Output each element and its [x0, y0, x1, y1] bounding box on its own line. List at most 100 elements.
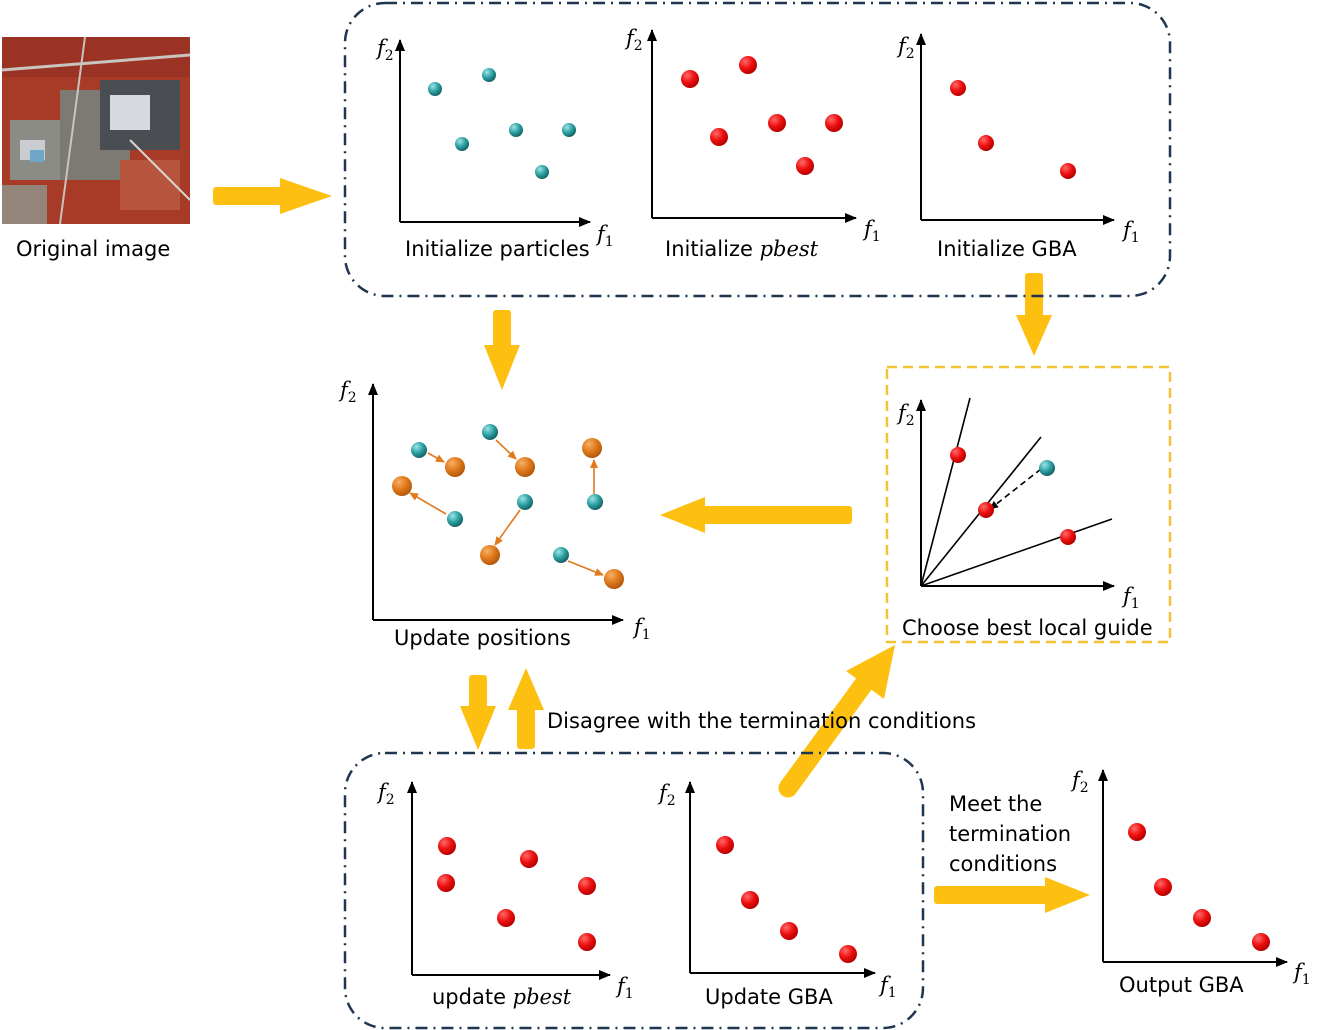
gba-point [950, 80, 966, 96]
pbest-point [497, 909, 515, 927]
pbest-point [578, 933, 596, 951]
pbest-point [739, 56, 757, 74]
guide-dashed-arrow [989, 468, 1042, 510]
x-axis-label: f1 [878, 973, 897, 1001]
arrow-positions-to-update [460, 675, 496, 750]
movement-arrows [409, 439, 604, 576]
best-local-guide [978, 502, 994, 518]
y-axis-label: f2 [657, 781, 676, 809]
panel-update-pbest: f2 f1 update pbest [376, 780, 634, 1009]
gba-point [978, 135, 994, 151]
arrow-update-gba-to-guide [778, 645, 895, 798]
particle [562, 123, 576, 137]
panel-init-pbest: f2 f1 Initialize pbest [624, 26, 881, 261]
output-gba-label: Output GBA [1119, 973, 1244, 997]
particle-old [447, 511, 463, 527]
panel-update-gba: f2 f1 Update GBA [657, 781, 897, 1009]
pbest-point [710, 128, 728, 146]
panel-init-particles: f2 f1 Initialize particles [375, 36, 614, 261]
pbest-point [520, 850, 538, 868]
gba-point [1128, 823, 1146, 841]
sigma-line [920, 397, 971, 587]
particle-old [482, 424, 498, 440]
panel-init-gba: f2 f1 Initialize GBA [896, 33, 1140, 261]
update-pbest-label: update pbest [432, 985, 572, 1009]
particle [482, 68, 496, 82]
update-gba-label: Update GBA [705, 985, 833, 1009]
y-axis-label: f2 [624, 26, 643, 54]
particle-new [604, 569, 624, 589]
arrow-to-output [934, 877, 1090, 913]
move-arrow [494, 509, 521, 546]
particle [455, 137, 469, 151]
init-particles-label: Initialize particles [405, 237, 590, 261]
init-frame [343, 1, 1172, 298]
panel-output-gba: f2 f1 Output GBA [1070, 768, 1311, 997]
pbest-point [796, 157, 814, 175]
archive-point [1060, 529, 1076, 545]
x-axis-label: f1 [862, 217, 881, 245]
move-arrow [427, 452, 445, 463]
particle [535, 165, 549, 179]
x-axis-label: f1 [1292, 960, 1311, 988]
arrow-guide-to-positions [660, 497, 852, 533]
x-axis-label: f1 [632, 615, 651, 643]
y-axis-label: f2 [896, 401, 915, 429]
arrow-update-to-positions [508, 668, 544, 749]
original-image [1, 36, 191, 225]
meet-label-line: termination [949, 822, 1071, 846]
panel-update-positions: f2 f1 Update positions [338, 378, 651, 650]
y-axis-label: f2 [896, 34, 915, 62]
y-axis-label: f2 [338, 378, 357, 406]
panel-guide: f2 f1 Choose best local guide [896, 397, 1153, 640]
disagree-label: Disagree with the termination conditions [547, 709, 976, 733]
archive-point [950, 447, 966, 463]
pbest-point [825, 114, 843, 132]
gba-point [1060, 163, 1076, 179]
pbest-point [437, 874, 455, 892]
meet-label-line: conditions [949, 852, 1057, 876]
pbest-point [768, 114, 786, 132]
move-arrow [495, 439, 517, 460]
gba-point [1154, 878, 1172, 896]
gba-point [741, 891, 759, 909]
sigma-line [920, 518, 1113, 587]
pbest-point [681, 70, 699, 88]
update-positions-label: Update positions [394, 626, 571, 650]
y-axis-label: f2 [375, 36, 394, 64]
original-image-label: Original image [16, 237, 170, 261]
meet-label-line: Meet the [949, 792, 1042, 816]
particle-old [517, 494, 533, 510]
particle [428, 82, 442, 96]
meet-label: Meet the termination conditions [949, 792, 1071, 876]
gba-point [780, 922, 798, 940]
arrow-to-guide [1016, 273, 1052, 356]
gba-point [716, 836, 734, 854]
init-gba-label: Initialize GBA [937, 237, 1077, 261]
guide-frame [885, 365, 1172, 644]
x-axis-label: f1 [1121, 218, 1140, 246]
pbest-point [438, 837, 456, 855]
x-axis-label: f1 [615, 974, 634, 1002]
update-frame [343, 751, 925, 1030]
gba-point [1252, 933, 1270, 951]
arrow-to-update-positions [484, 310, 520, 390]
move-arrow [567, 560, 604, 576]
init-pbest-label: Initialize pbest [665, 237, 819, 261]
y-axis-label: f2 [1070, 768, 1089, 796]
particle-old [587, 494, 603, 510]
gba-point [1193, 909, 1211, 927]
x-axis-label: f1 [1121, 584, 1140, 612]
particle-new [515, 457, 535, 477]
particle-new [445, 457, 465, 477]
particle [509, 123, 523, 137]
particle-new [392, 476, 412, 496]
flow-arrows [213, 178, 1090, 913]
particle-old [411, 442, 427, 458]
particle [1039, 460, 1055, 476]
gba-point [839, 945, 857, 963]
pbest-point [578, 877, 596, 895]
guide-label: Choose best local guide [902, 616, 1153, 640]
x-axis-label: f1 [595, 222, 614, 250]
